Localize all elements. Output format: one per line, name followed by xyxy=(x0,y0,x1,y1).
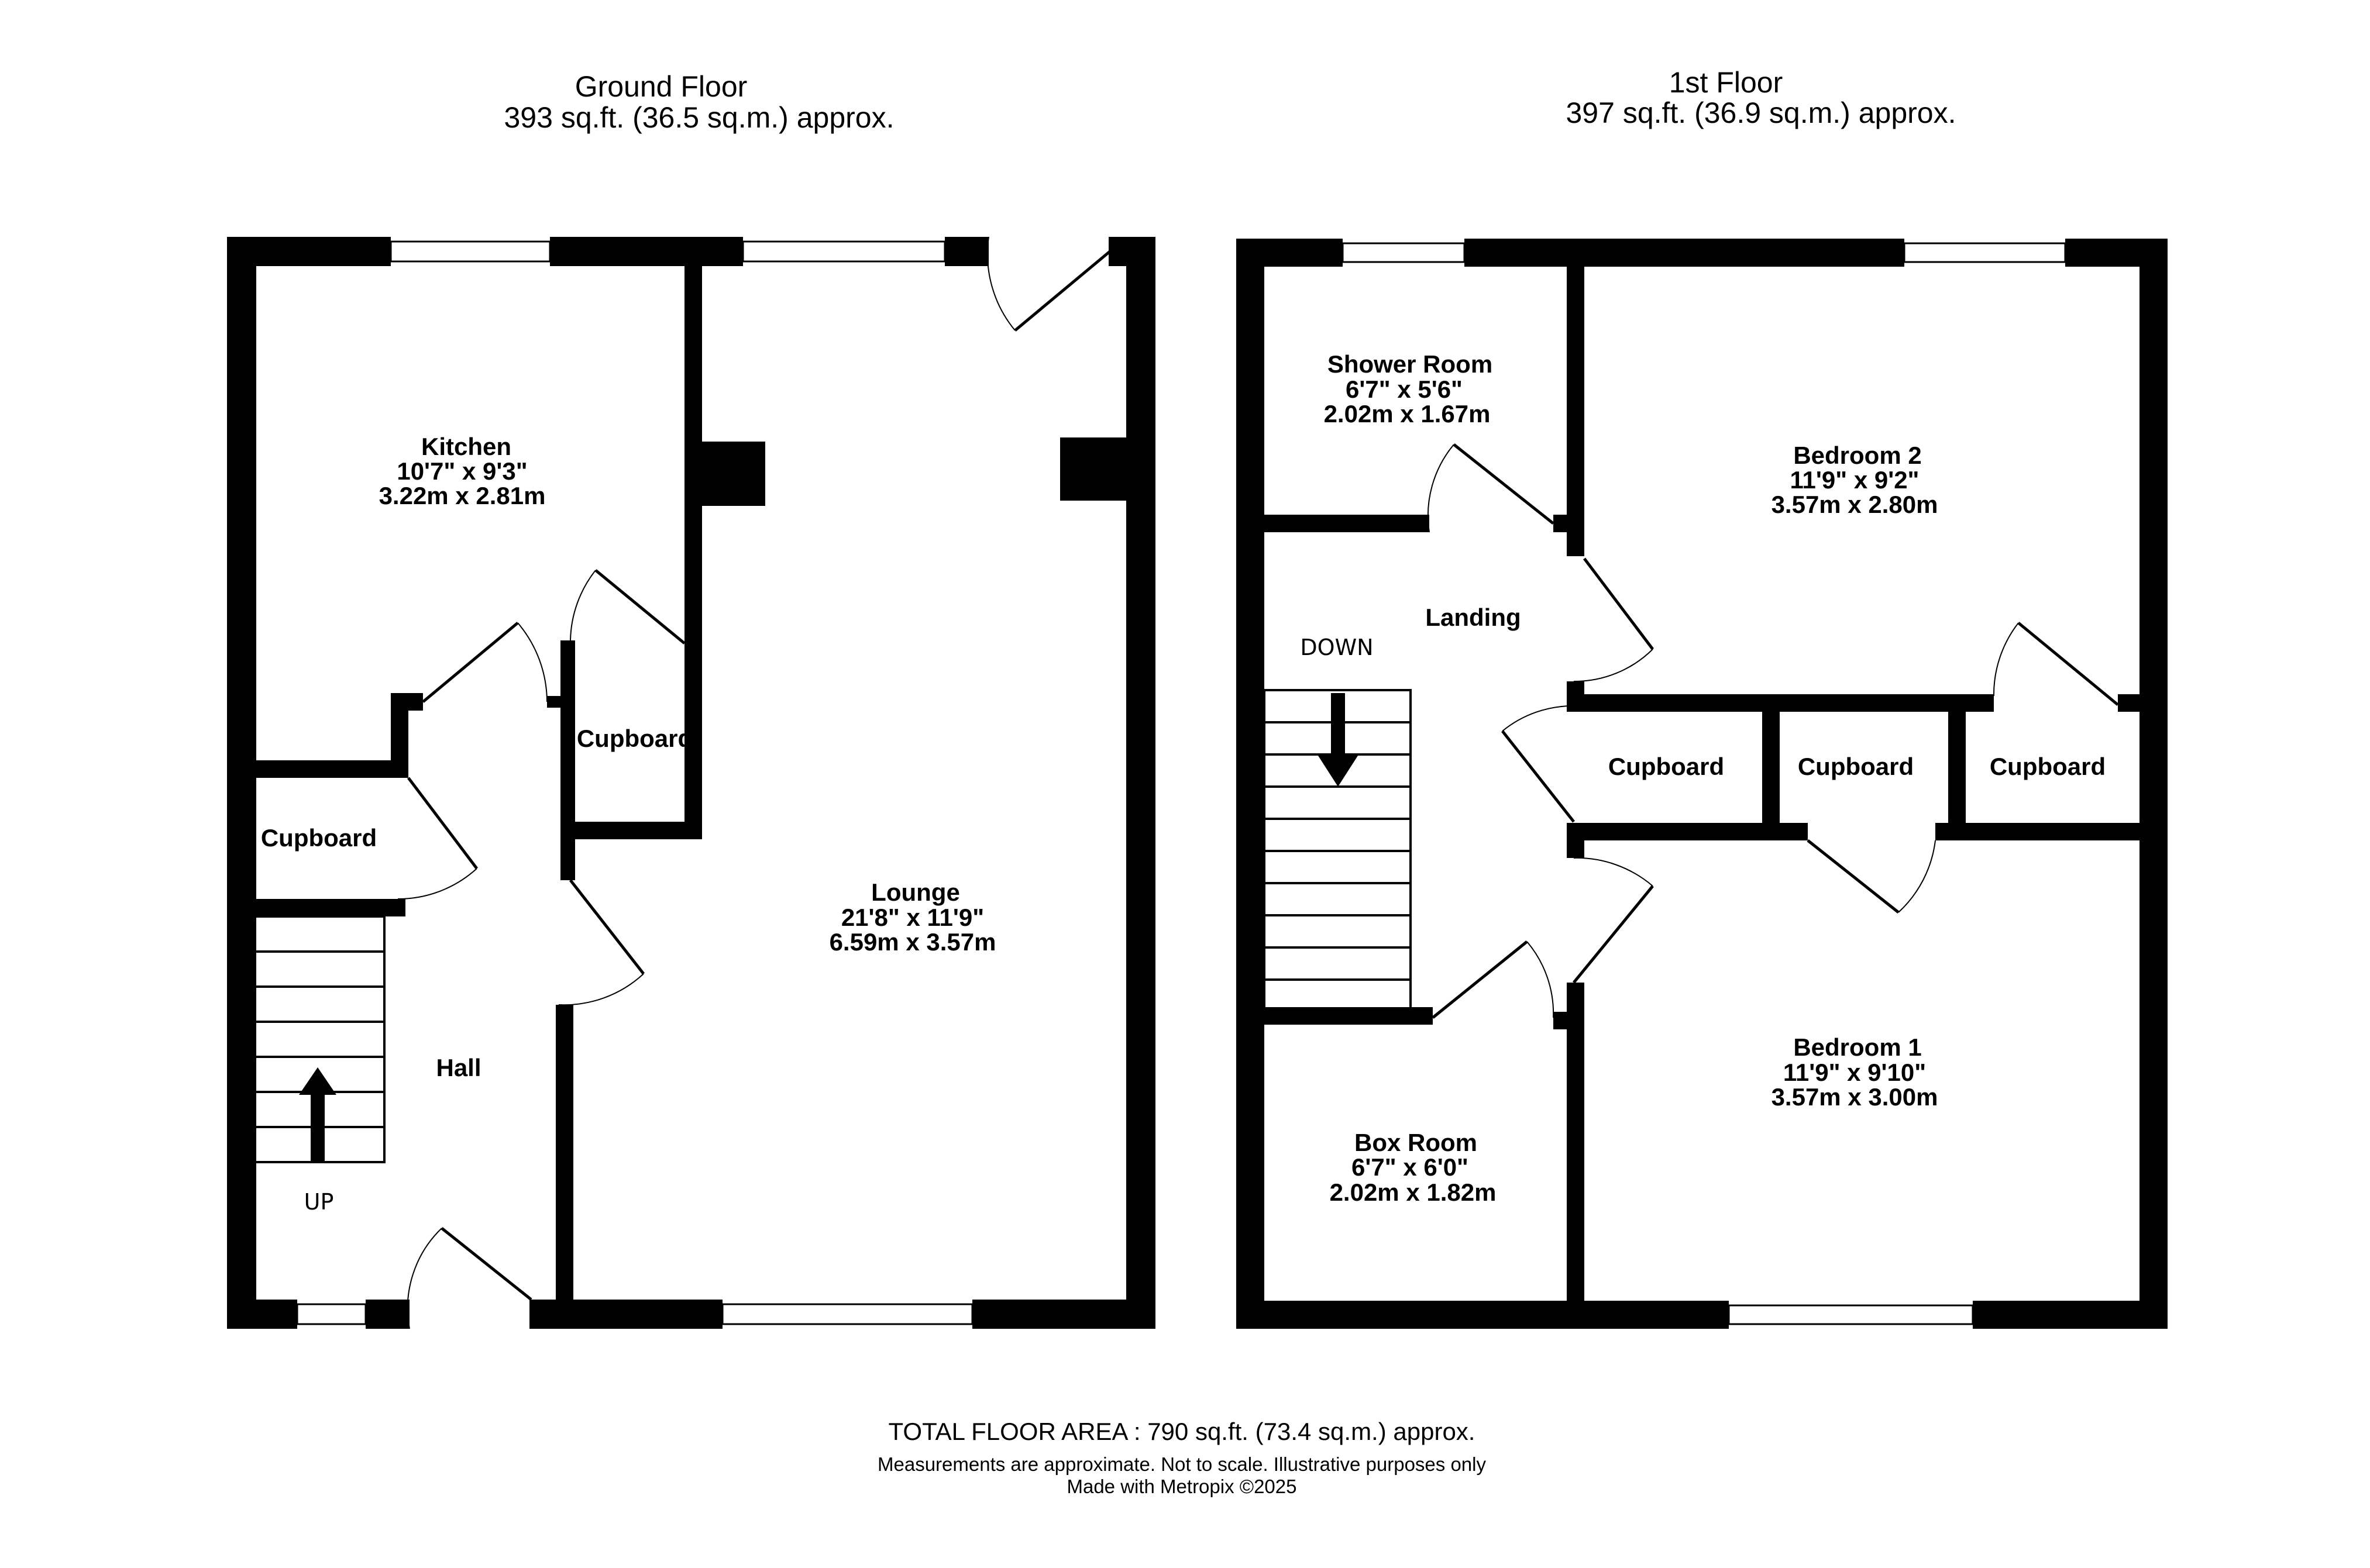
ground-floor-area: 393 sq.ft. (36.5 sq.m.) approx. xyxy=(504,101,895,134)
ff-cupboard-1-label: Cupboard xyxy=(1608,753,1724,780)
gf-door-lounge-external[interactable] xyxy=(986,236,1111,332)
ff-wall-shower-stub xyxy=(1553,515,1584,532)
bedroom2-metric: 3.57m x 2.80m xyxy=(1772,491,1938,518)
bedroom2-imperial: 11'9" x 9'2" xyxy=(1790,466,1920,494)
gf-wall-left-cupboard-bottom xyxy=(256,899,405,916)
gf-wall-top-right xyxy=(945,237,989,266)
gf-door-front[interactable] xyxy=(407,1227,532,1329)
kitchen-metric: 3.22m x 2.81m xyxy=(379,482,546,509)
gf-wall-hall-stub xyxy=(547,696,575,708)
ff-door-boxroom[interactable] xyxy=(1432,940,1554,1019)
shower-room-metric: 2.02m x 1.67m xyxy=(1324,400,1491,428)
landing-label: Landing xyxy=(1425,604,1521,631)
ff-wall-cupboard-div-1 xyxy=(1762,694,1780,840)
ff-wall-bottom-1 xyxy=(1236,1301,1729,1329)
ff-wall-cupboard-top xyxy=(1567,694,1994,712)
gf-wall-right xyxy=(1126,237,1155,1329)
gf-chimney-left xyxy=(702,442,765,506)
bedroom1-label: Bedroom 1 xyxy=(1793,1033,1921,1061)
ff-wall-left xyxy=(1236,239,1264,1329)
ff-door-bedroom2[interactable] xyxy=(1573,557,1654,683)
box-room-imperial: 6'7" x 6'0" xyxy=(1351,1153,1468,1181)
ff-door-shower[interactable] xyxy=(1427,443,1554,533)
kitchen-imperial: 10'7" x 9'3" xyxy=(397,457,527,485)
gf-door-lounge[interactable] xyxy=(558,879,645,1006)
ff-wall-shower-bottom xyxy=(1264,515,1429,532)
bedroom1-imperial: 11'9" x 9'10" xyxy=(1783,1059,1926,1086)
gf-window-lounge-top xyxy=(742,240,946,263)
ff-stairs-label: DOWN xyxy=(1300,635,1373,660)
lounge-label: Lounge xyxy=(871,878,960,906)
gf-wall-kitchen-bottom xyxy=(256,760,408,778)
shower-room-label: Shower Room xyxy=(1327,350,1492,378)
ff-wall-cupboard-bottom-1 xyxy=(1567,823,1808,840)
ground-floor-plan: UP Kitchen 10'7" x 9'3" 3.22m x 2.81m Cu… xyxy=(227,236,1155,1329)
gf-wall-bottom-2 xyxy=(366,1300,410,1329)
ff-wall-cupboard-div-2 xyxy=(1948,694,1966,840)
ff-wall-top-2 xyxy=(1464,239,1904,267)
ff-wall-cupboard-top-right xyxy=(2118,694,2141,712)
ff-door-bedroom1-cupboard[interactable] xyxy=(1807,839,1936,914)
gf-wall-kitchen-lounge xyxy=(684,266,702,836)
ff-wall-right xyxy=(2139,239,2168,1329)
credit: Made with Metropix ©2025 xyxy=(1067,1476,1296,1497)
hall-label: Hall xyxy=(436,1054,481,1081)
gf-wall-hall-lounge xyxy=(556,1005,573,1329)
ff-wall-bed1-stub xyxy=(1553,1012,1584,1029)
ff-window-bedroom1 xyxy=(1728,1304,1974,1325)
kitchen-label: Kitchen xyxy=(421,433,511,460)
ff-wall-shower-right xyxy=(1567,267,1584,556)
lounge-metric: 6.59m x 3.57m xyxy=(830,928,996,956)
gf-wall-left xyxy=(227,237,256,1329)
gf-stairs-label: UP xyxy=(304,1189,334,1215)
bedroom2-label: Bedroom 2 xyxy=(1793,442,1921,469)
gf-wall-bottom-4 xyxy=(972,1300,1155,1329)
box-room-label: Box Room xyxy=(1354,1129,1477,1156)
disclaimer: Measurements are approximate. Not to sca… xyxy=(878,1453,1486,1475)
ff-door-bedroom1[interactable] xyxy=(1573,857,1654,984)
gf-wall-kitchen-jog-top xyxy=(391,693,423,711)
gf-window-kitchen xyxy=(390,240,551,263)
gf-window-hall xyxy=(296,1303,367,1325)
ff-cupboard-3-label: Cupboard xyxy=(1990,753,2106,780)
ff-wall-bottom-2 xyxy=(1973,1301,2168,1329)
lounge-imperial: 21'8" x 11'9" xyxy=(841,904,984,931)
gf-door-kitchen-cupboard[interactable] xyxy=(570,569,686,645)
gf-window-lounge-bottom xyxy=(721,1303,974,1325)
ff-wall-cupboard-bottom-2 xyxy=(1935,823,2141,840)
ff-window-bedroom2 xyxy=(1903,242,2066,263)
gf-door-kitchen[interactable] xyxy=(422,622,548,703)
ff-window-shower xyxy=(1341,242,1466,263)
first-floor-area: 397 sq.ft. (36.9 sq.m.) approx. xyxy=(1566,97,1956,129)
box-room-metric: 2.02m x 1.82m xyxy=(1330,1178,1497,1206)
ff-wall-bed1-left xyxy=(1567,983,1584,1329)
gf-wall-cupboard-bottom xyxy=(560,822,702,839)
gf-door-left-cupboard[interactable] xyxy=(397,777,478,900)
ff-stairs xyxy=(1263,689,1412,1010)
ff-wall-landing-stub xyxy=(1567,823,1584,858)
ff-door-cupboard-3[interactable] xyxy=(1993,622,2119,706)
first-floor-title: 1st Floor xyxy=(1669,66,1783,99)
gf-wall-top-mid xyxy=(550,237,743,266)
gf-stairs xyxy=(252,915,386,1163)
kitchen-cupboard-label: Cupboard xyxy=(577,725,693,752)
left-cupboard-label: Cupboard xyxy=(261,824,377,852)
ground-floor-title: Ground Floor xyxy=(575,70,748,103)
first-floor-plan: DOWN Shower Room 6'7" x 5'6" 2.02m x 1.6… xyxy=(1236,239,2168,1329)
bedroom1-metric: 3.57m x 3.00m xyxy=(1772,1083,1938,1111)
shower-room-imperial: 6'7" x 5'6" xyxy=(1346,375,1463,403)
ff-cupboard-2-label: Cupboard xyxy=(1798,753,1914,780)
gf-wall-cupboard-left xyxy=(560,640,575,880)
gf-wall-bottom-1 xyxy=(227,1300,297,1329)
ff-door-cupboard-1[interactable] xyxy=(1501,705,1575,823)
total-floor-area: TOTAL FLOOR AREA : 790 sq.ft. (73.4 sq.m… xyxy=(889,1418,1475,1445)
gf-chimney-right xyxy=(1060,437,1126,501)
